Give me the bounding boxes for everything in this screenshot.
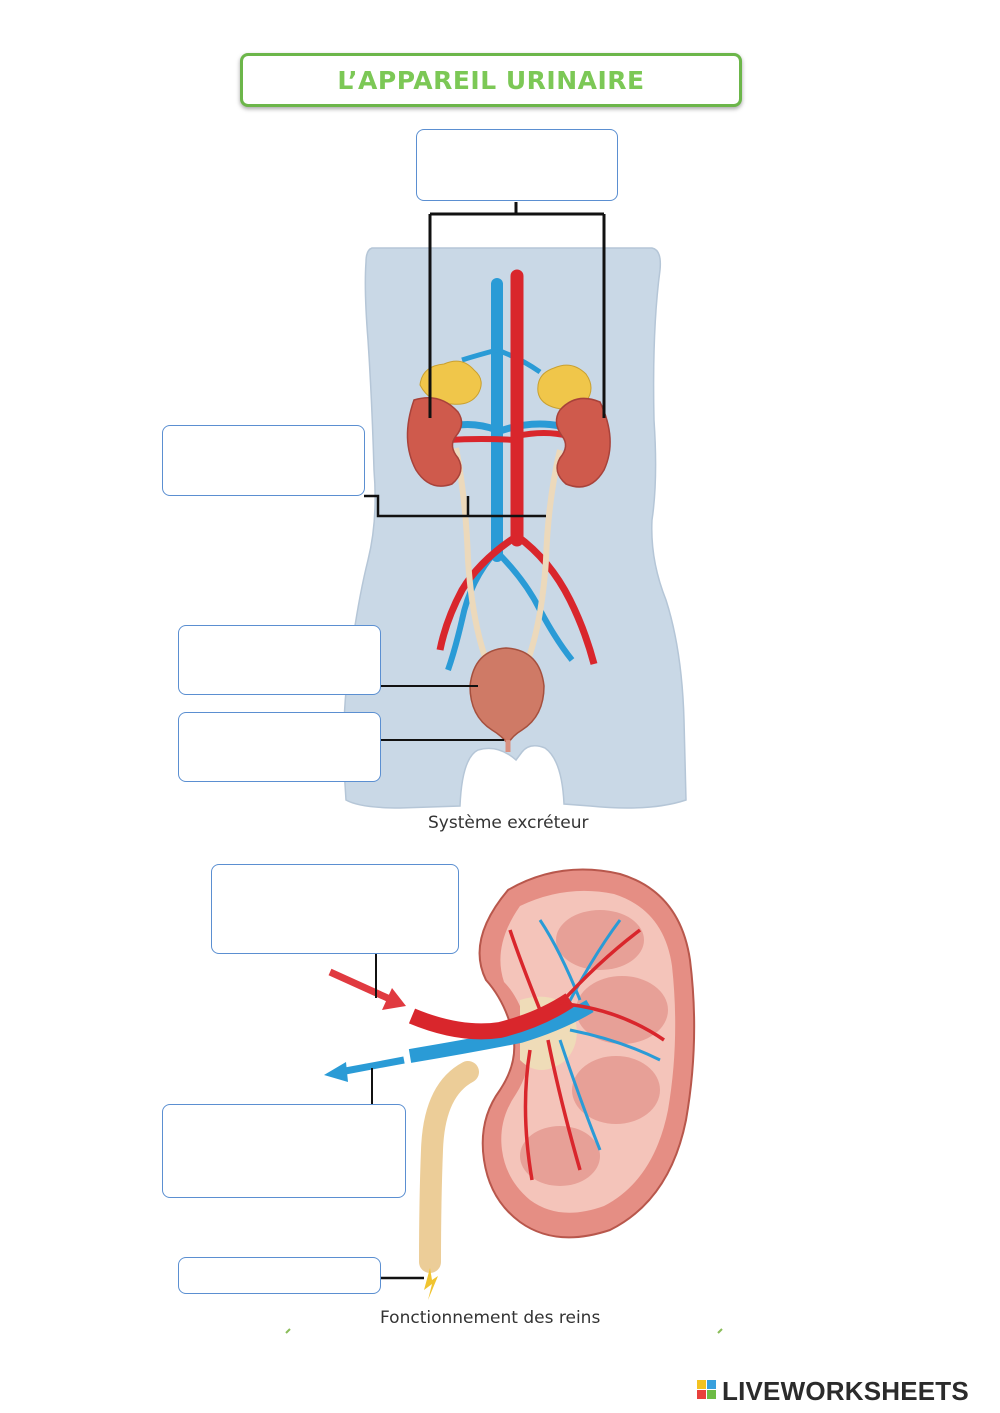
title-box: L’APPAREIL URINAIRE: [240, 53, 742, 107]
kidney-right: [555, 397, 611, 488]
liveworksheets-logo-icon: [697, 1380, 716, 1399]
crop-mark-right: [717, 1328, 723, 1334]
pyramid-1: [556, 910, 644, 970]
answer-input-7[interactable]: [179, 1258, 380, 1293]
pyramid-3: [572, 1056, 660, 1124]
answer-box-urine[interactable]: [178, 1257, 381, 1294]
answer-box-urethra[interactable]: [178, 712, 381, 782]
caption-kidney-function: Fonctionnement des reins: [380, 1308, 601, 1328]
renal-artery-left: [447, 436, 518, 443]
kidney-renal-vein: [408, 999, 594, 1063]
brand-text: LIVEWORKSHEETS: [722, 1376, 969, 1406]
caption-excretory-system: Système excréteur: [428, 813, 589, 833]
leader-kidneys: [428, 202, 606, 418]
kidney-vein-branches: [538, 919, 661, 1151]
answer-box-bladder[interactable]: [178, 625, 381, 695]
answer-input-6[interactable]: [163, 1105, 405, 1197]
urine-drop: [424, 1268, 438, 1300]
adrenal-gland-right: [537, 364, 592, 410]
answer-box-renal-artery[interactable]: [211, 864, 459, 954]
arrow-in-red: [328, 968, 394, 1004]
answer-input-1[interactable]: [417, 130, 617, 200]
vein-upper-left: [461, 347, 498, 363]
arrow-out-blue-head: [324, 1062, 348, 1082]
kidney-renal-artery: [408, 993, 575, 1040]
artery-branch-left: [436, 533, 519, 651]
kidney-ureter: [419, 1061, 479, 1273]
answer-input-5[interactable]: [212, 865, 458, 953]
leader-ureters: [364, 494, 546, 518]
arrow-in-red-head: [382, 988, 406, 1010]
torso-illustration: [343, 202, 687, 809]
kidney-left: [406, 397, 463, 487]
ureter-right: [525, 449, 563, 661]
answer-input-2[interactable]: [163, 426, 364, 495]
pyramid-4: [520, 1126, 600, 1186]
answer-input-4[interactable]: [179, 713, 380, 781]
answer-input-3[interactable]: [179, 626, 380, 694]
page-title: L’APPAREIL URINAIRE: [337, 65, 645, 95]
artery-branch-right: [514, 533, 598, 665]
answer-box-renal-vein[interactable]: [162, 1104, 406, 1198]
kidney-artery-branches: [508, 928, 665, 1181]
renal-vein-right: [495, 420, 561, 436]
crop-mark-left: [285, 1328, 291, 1334]
liveworksheets-brand: LIVEWORKSHEETS: [722, 1376, 969, 1407]
answer-box-kidneys[interactable]: [416, 129, 618, 201]
ureter-left: [453, 447, 489, 661]
arrow-out-blue: [339, 1056, 405, 1076]
answer-box-ureters[interactable]: [162, 425, 365, 496]
kidney-section-illustration: [285, 868, 723, 1334]
bladder: [469, 647, 545, 746]
